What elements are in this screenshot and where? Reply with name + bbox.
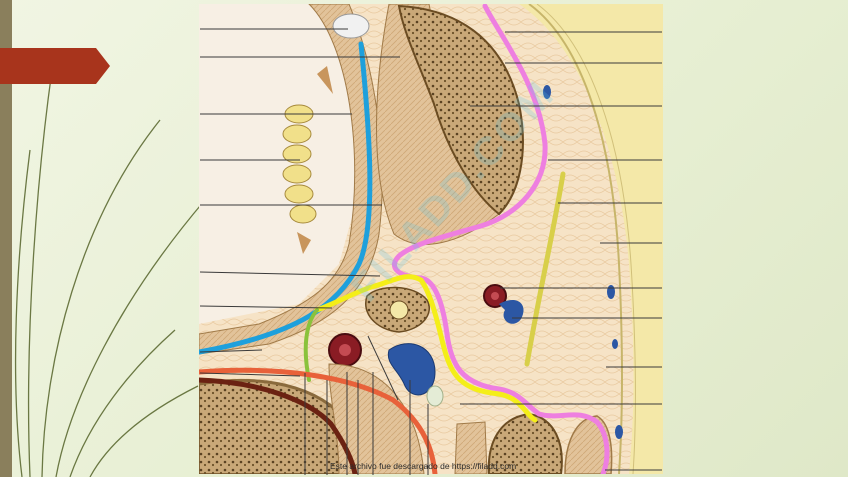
anatomy-illustration: FILADD.COM (199, 4, 663, 474)
decorative-fronds (14, 69, 206, 477)
footer-source-note: Este archivo fue descargado de https://f… (330, 461, 517, 471)
slide-side-bar (0, 0, 12, 477)
pink-outline (392, 4, 610, 474)
brown-outline (199, 377, 358, 474)
blue-outline (199, 41, 373, 355)
green-outline (303, 308, 319, 382)
yellow-outline (314, 274, 538, 423)
title-tab (0, 48, 110, 84)
